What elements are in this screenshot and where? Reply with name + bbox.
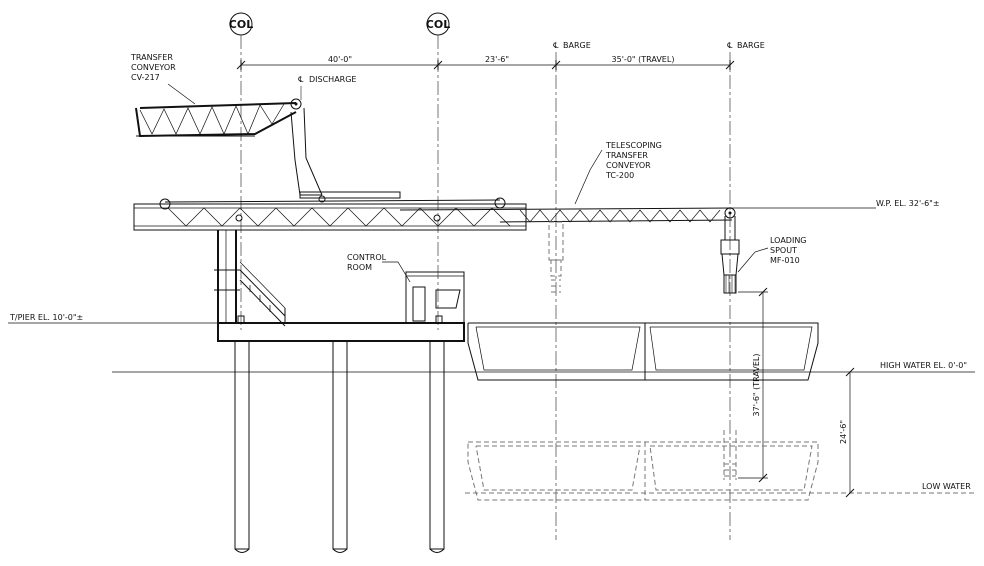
low-water-elevation: LOW WATER xyxy=(465,482,975,494)
transfer-conveyor-line-3: CV-217 xyxy=(131,73,160,82)
loading-spout-line-2: SPOUT xyxy=(770,246,797,255)
transfer-conveyor-line-2: CONVEYOR xyxy=(131,63,176,72)
telescoping-line-1: TELESCOPING xyxy=(605,141,662,150)
access-stairs xyxy=(239,261,286,327)
low-water-label: LOW WATER xyxy=(922,482,971,491)
column-marker-left: COL xyxy=(229,12,253,330)
telescoping-line-4: TC-200 xyxy=(605,171,634,180)
column-label-left: COL xyxy=(229,18,253,31)
loading-spout-line-1: LOADING xyxy=(770,236,807,245)
vertical-travel-label: 37'-6" (TRAVEL) xyxy=(752,354,761,417)
transfer-conveyor-cv217 xyxy=(135,98,326,203)
wp-elevation-label: W.P. EL. 32'-6"± xyxy=(876,199,940,208)
control-room-line-1: CONTROL xyxy=(347,253,387,262)
tide-dimension: 24'-6" xyxy=(839,367,855,498)
telescoping-line-3: CONVEYOR xyxy=(606,161,651,170)
column-label-right: COL xyxy=(426,18,450,31)
discharge-label: DISCHARGE xyxy=(309,75,356,84)
barge-centerline-2: ℄ BARGE xyxy=(727,41,765,540)
loading-spout-line-3: MF-010 xyxy=(770,256,800,265)
barge-label-2: BARGE xyxy=(737,41,765,50)
column-marker-right: COL xyxy=(426,12,450,330)
discharge-centerline: ℄ DISCHARGE xyxy=(298,75,356,100)
dimension-35ft-travel: 35'-0" (TRAVEL) xyxy=(612,55,675,64)
barge-centerline-1: ℄ BARGE xyxy=(553,41,591,540)
support-tower xyxy=(214,230,245,324)
telescoping-conveyor-label: TELESCOPING TRANSFER CONVEYOR TC-200 xyxy=(574,141,662,205)
control-room-line-2: ROOM xyxy=(347,263,372,272)
pier-deck xyxy=(217,322,465,342)
dimension-40ft: 40'-0" xyxy=(328,55,352,64)
cl-symbol: ℄ xyxy=(553,41,559,50)
high-water-elevation: HIGH WATER EL. 0'-0" xyxy=(112,361,975,373)
high-water-label: HIGH WATER EL. 0'-0" xyxy=(880,361,967,370)
barge-low-water xyxy=(467,441,819,501)
pier-elevation: T/PIER EL. 10'-0"± xyxy=(8,313,218,324)
pier-piles xyxy=(234,340,445,553)
tide-label: 24'-6" xyxy=(839,420,848,444)
lowered-spout-ghost xyxy=(723,430,737,480)
transfer-conveyor-label: TRANSFER CONVEYOR CV-217 xyxy=(130,53,196,105)
vertical-travel-dimension: 37'-6" (TRAVEL) xyxy=(738,287,768,483)
loading-spout-mf010 xyxy=(720,216,740,294)
cl-symbol: ℄ xyxy=(298,75,304,84)
transfer-conveyor-line-1: TRANSFER xyxy=(130,53,173,62)
barge-high-water xyxy=(467,322,819,381)
telescoping-conveyor-tc200 xyxy=(133,191,876,231)
barge-label-1: BARGE xyxy=(563,41,591,50)
dimension-23ft: 23'-6" xyxy=(485,55,509,64)
control-room-label: CONTROL ROOM xyxy=(347,253,411,283)
loading-spout-label: LOADING SPOUT MF-010 xyxy=(737,236,807,273)
control-room xyxy=(405,271,465,324)
retracted-spout-ghost xyxy=(548,221,564,293)
telescoping-line-2: TRANSFER xyxy=(605,151,648,160)
pier-elevation-label: T/PIER EL. 10'-0"± xyxy=(9,313,83,322)
wp-elevation: W.P. EL. 32'-6"± xyxy=(876,199,940,208)
horizontal-dimensions: 40'-0" 23'-6" 35'-0" (TRAVEL) xyxy=(236,55,735,70)
cl-symbol: ℄ xyxy=(727,41,733,50)
